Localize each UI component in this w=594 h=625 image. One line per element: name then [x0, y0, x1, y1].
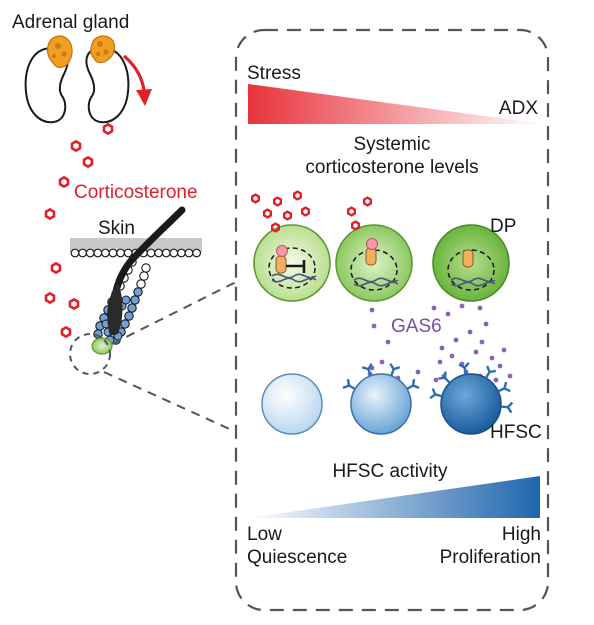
skin-cell [123, 248, 133, 258]
gas6-dot [439, 345, 445, 351]
skin-layer [70, 238, 202, 258]
gas6-dot [369, 307, 375, 313]
skin-cell [93, 248, 103, 258]
stress-label: Stress [247, 63, 301, 84]
systemic-label-line1: Systemic [353, 134, 430, 155]
gas6-dot [507, 373, 513, 379]
receptor-head [486, 365, 497, 374]
systemic-label-line2: corticosterone levels [305, 157, 478, 178]
gas6-dot [483, 321, 489, 327]
activity-gradient-wedge [248, 476, 540, 518]
skin-cell [100, 248, 110, 258]
receptor-head [361, 363, 373, 371]
proliferation-label: Proliferation [440, 547, 541, 568]
skin-epidermis-cells [70, 248, 202, 258]
gas6-dot [489, 355, 495, 361]
skin-cell [85, 248, 95, 258]
zoom-line-top [111, 281, 237, 345]
skin-cell [78, 248, 87, 258]
adrenal-gland-left [46, 35, 73, 69]
receptor-head [506, 401, 514, 414]
secretion-arrow [122, 54, 152, 106]
hfsc-activity-label: HFSC activity [332, 461, 448, 482]
hfsc-cell-low [261, 373, 323, 435]
adrenal-gland-right [90, 35, 116, 64]
gas6-dot [493, 377, 499, 383]
quiescence-label: Quiescence [247, 547, 347, 568]
stress-gradient-wedge [248, 84, 544, 124]
adrenal-gland-label: Adrenal gland [12, 12, 129, 33]
dp-cell-mid [335, 224, 413, 302]
follicle-cell [139, 271, 149, 281]
gas6-dot [473, 349, 479, 355]
dp-label: DP [490, 216, 516, 237]
gas6-dot [467, 329, 473, 335]
receptor-head [503, 381, 511, 393]
zoom-panel [234, 28, 550, 612]
follicle-cell [127, 303, 137, 313]
gas6-dot [497, 363, 503, 369]
gas6-dot [385, 339, 391, 345]
skin-cell [184, 248, 194, 258]
dp-cell-low [253, 224, 331, 302]
receptor-head [438, 371, 447, 380]
gas6-dot [437, 359, 443, 365]
gas6-dot [431, 305, 437, 311]
follicle-cell [121, 295, 131, 305]
gas6-dot [453, 337, 459, 343]
gas6-dot [501, 347, 507, 353]
receptors-high [429, 361, 514, 414]
hfsc-label: HFSC [490, 422, 542, 443]
follicle-cell [133, 287, 143, 297]
follicle-cell [120, 319, 130, 329]
receptors-mid [342, 363, 420, 391]
skin-cell [116, 248, 125, 258]
skin-cell [108, 248, 118, 258]
hfsc-cell-high [429, 361, 514, 435]
skin-cell [154, 248, 164, 258]
gas6-dot [479, 339, 485, 345]
skin-cell [169, 248, 179, 258]
receptor-head [411, 378, 420, 389]
skin-label: Skin [98, 218, 135, 239]
gas6-dot [445, 311, 451, 317]
gas6-dot [459, 303, 465, 309]
hair-root [107, 284, 123, 336]
kidney-right [85, 46, 130, 124]
receptor-head [389, 363, 401, 371]
follicle-cell [130, 295, 140, 305]
gas6-dot [371, 323, 377, 329]
receptor-head [458, 361, 470, 370]
follicle-cell [136, 279, 146, 289]
gas6-dot [379, 359, 385, 365]
high-label: High [502, 524, 541, 545]
gas6-label: GAS6 [391, 316, 442, 337]
gas6-dot [415, 369, 421, 375]
skin-cell [176, 248, 186, 258]
follicle-cell [124, 311, 134, 321]
follicle-cell [141, 263, 151, 273]
gas6-dot [477, 305, 483, 311]
zoom-line-bottom [103, 371, 237, 433]
gas6-dot [449, 353, 455, 359]
gas6-dot [433, 377, 439, 383]
skin-cell [192, 248, 202, 258]
dp-cell-high [432, 224, 510, 302]
corticosterone-molecules-dp [251, 190, 372, 233]
corticosterone-label: Corticosterone [74, 182, 198, 203]
skin-cell [146, 248, 156, 258]
zoom-circle [69, 333, 111, 375]
hair-follicle [69, 206, 186, 375]
follicle-cell [93, 329, 103, 339]
adx-label: ADX [499, 98, 538, 119]
low-label: Low [247, 524, 282, 545]
receptor-head [342, 378, 351, 389]
hfsc-cell-mid [342, 363, 420, 435]
receptor-head [429, 388, 437, 400]
skin-cell [70, 248, 80, 258]
skin-cell [161, 248, 171, 258]
